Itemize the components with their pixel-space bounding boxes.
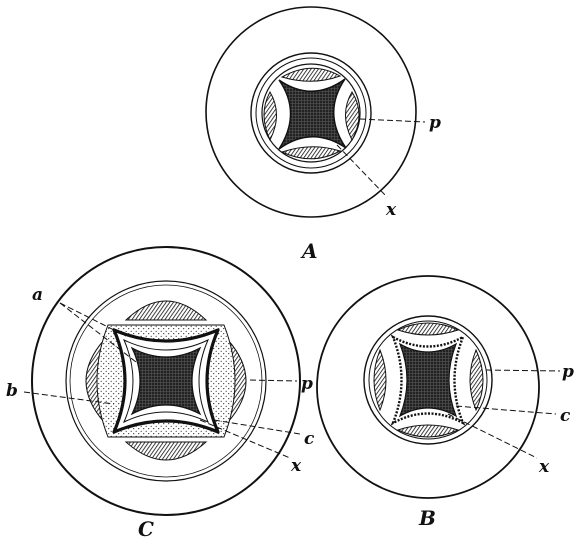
panel-c-phloem-bottom (126, 442, 206, 460)
panel-c-label-p: p (301, 374, 313, 394)
panel-b-x-leader (448, 414, 537, 458)
panel-b-label-p: p (562, 362, 574, 382)
panel-c: a b p c x C (6, 247, 315, 541)
panel-b-caption: B (418, 506, 436, 530)
panel-a-phloem-top (282, 68, 340, 81)
panel-a-phloem-right (346, 92, 360, 140)
panel-a: p x A (206, 7, 441, 263)
panel-a-label-x: x (385, 200, 397, 220)
panel-a-xylem-star (279, 79, 346, 149)
panel-a-caption: A (300, 239, 318, 263)
panel-b-label-c: c (560, 406, 571, 426)
panel-c-label-x: x (290, 456, 302, 476)
panel-c-x-leader (200, 420, 290, 458)
panel-c-label-b: b (6, 381, 18, 401)
panel-b-xylem-star (400, 344, 456, 416)
panel-c-phloem-top (126, 301, 206, 320)
panel-b-p-leader (486, 370, 560, 371)
panel-b-phloem-right (470, 350, 483, 410)
panel-a-label-p: p (429, 113, 441, 133)
panel-c-xylem-star (132, 348, 200, 414)
panel-b-phloem-left (374, 350, 386, 410)
panel-c-label-a: a (32, 285, 43, 305)
panel-c-caption: C (138, 517, 154, 541)
panel-c-label-c: c (304, 429, 315, 449)
panel-c-p-leader (250, 380, 297, 381)
panel-b: p c x B (317, 276, 574, 530)
panel-b-c-leader (456, 406, 556, 414)
panel-a-x-leader (337, 145, 387, 197)
panel-b-label-x: x (538, 457, 550, 477)
